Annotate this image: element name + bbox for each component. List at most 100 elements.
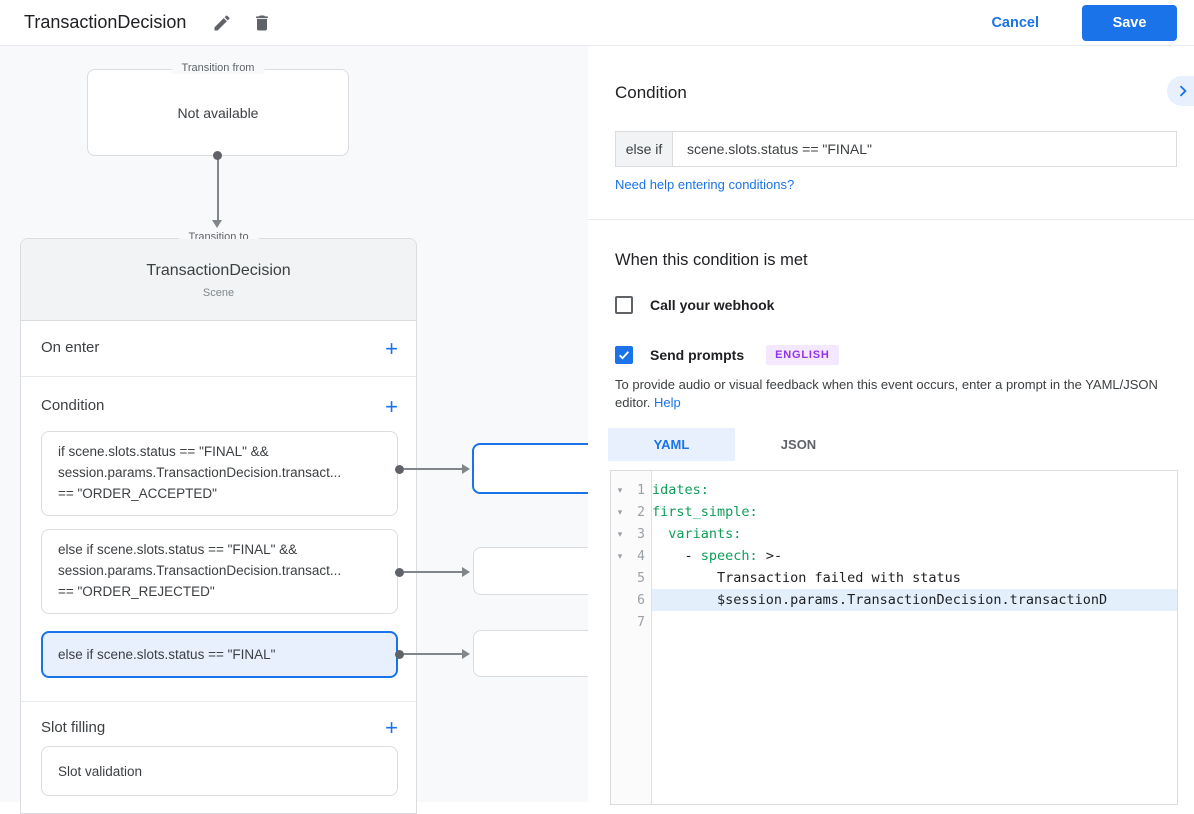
editor-row: 6 $session.params.TransactionDecision.tr… bbox=[611, 589, 1177, 611]
editor-row: ▾ 1 idates: bbox=[611, 479, 1177, 501]
line-number: 4 bbox=[637, 548, 645, 564]
section-divider bbox=[21, 701, 416, 702]
tab-json[interactable]: JSON bbox=[780, 437, 817, 452]
add-condition-button[interactable]: + bbox=[385, 394, 398, 419]
target-node[interactable] bbox=[473, 547, 588, 595]
line-number: 2 bbox=[637, 504, 645, 520]
code-line[interactable]: first_simple: bbox=[652, 501, 1177, 523]
connector-line bbox=[404, 468, 462, 470]
line-number: 6 bbox=[637, 592, 645, 608]
connector-dot bbox=[395, 568, 404, 577]
connector-dot bbox=[395, 650, 404, 659]
condition-card[interactable]: else if scene.slots.status == "FINAL" &&… bbox=[41, 529, 398, 614]
target-node-selected[interactable] bbox=[472, 443, 588, 494]
help-link[interactable]: Help bbox=[654, 394, 681, 410]
editor-lines: ▾ 1 idates: ▾ 2 first_simple: ▾ 3 variants: ▾ 4 -… bbox=[611, 471, 1177, 633]
panel-divider bbox=[588, 219, 1194, 220]
save-button[interactable]: Save bbox=[1082, 4, 1177, 41]
code-token: - bbox=[652, 548, 701, 564]
prompt-help-body: To provide audio or visual feedback when… bbox=[615, 377, 1158, 410]
language-badge: ENGLISH bbox=[766, 345, 839, 365]
code-token: Transaction failed with status bbox=[652, 570, 961, 586]
collapse-panel-button[interactable] bbox=[1167, 76, 1194, 106]
condition-prefix-label: else if bbox=[616, 132, 673, 166]
fold-arrow-icon[interactable]: ▾ bbox=[617, 506, 623, 517]
add-slot-button[interactable]: + bbox=[385, 715, 398, 740]
prompt-help-text: To provide audio or visual feedback when… bbox=[615, 376, 1170, 411]
send-prompts-label: Send prompts bbox=[650, 347, 745, 363]
code-line[interactable]: - speech: >- bbox=[652, 545, 1177, 567]
line-number: 7 bbox=[637, 614, 645, 630]
target-node[interactable] bbox=[473, 630, 588, 677]
condition-card-line: if scene.slots.status == "FINAL" && bbox=[58, 444, 269, 459]
code-line[interactable]: variants: bbox=[652, 523, 1177, 545]
pencil-icon bbox=[214, 14, 230, 30]
condition-section-label: Condition bbox=[41, 397, 105, 414]
condition-help-link[interactable]: Need help entering conditions? bbox=[615, 177, 795, 192]
transition-from-legend: Transition from bbox=[171, 62, 265, 74]
condition-card-line: session.params.TransactionDecision.trans… bbox=[58, 563, 342, 578]
transition-from-box: Transition from Not available bbox=[87, 62, 349, 156]
top-bar: TransactionDecision Cancel Save bbox=[0, 0, 1194, 46]
chevron-right-icon bbox=[1179, 85, 1187, 97]
edit-title-button[interactable] bbox=[210, 11, 234, 35]
editor-gutter bbox=[611, 471, 652, 804]
code-line[interactable]: idates: bbox=[652, 479, 1177, 501]
slot-validation-card[interactable]: Slot validation bbox=[41, 746, 398, 796]
code-line[interactable]: Transaction failed with status bbox=[652, 567, 1177, 589]
connector-arrowhead bbox=[212, 220, 222, 228]
line-number: 1 bbox=[637, 482, 645, 498]
connector-line bbox=[404, 653, 462, 655]
editor-row: 7 bbox=[611, 611, 1177, 633]
code-token: idates: bbox=[652, 482, 709, 498]
connector-dot bbox=[395, 465, 404, 474]
condition-input-group: else if bbox=[615, 131, 1177, 167]
scene-node-title: TransactionDecision bbox=[146, 262, 291, 279]
code-token: $session.params.TransactionDecision.tran… bbox=[652, 592, 1108, 608]
fold-arrow-icon[interactable]: ▾ bbox=[617, 550, 623, 561]
cancel-button[interactable]: Cancel bbox=[991, 14, 1039, 31]
on-enter-label: On enter bbox=[41, 339, 100, 356]
editor-row: 5 Transaction failed with status bbox=[611, 567, 1177, 589]
connector-line bbox=[217, 159, 219, 220]
call-webhook-checkbox[interactable] bbox=[615, 296, 633, 314]
code-token: first_simple: bbox=[652, 504, 758, 520]
connector-arrowhead bbox=[462, 464, 470, 474]
line-number: 3 bbox=[637, 526, 645, 542]
code-token: speech: bbox=[700, 548, 758, 564]
when-condition-met-title: When this condition is met bbox=[615, 251, 808, 269]
fold-arrow-icon[interactable]: ▾ bbox=[617, 484, 623, 495]
condition-card-line: else if scene.slots.status == "FINAL" bbox=[58, 647, 276, 662]
scene-node-subtitle: Scene bbox=[202, 287, 235, 299]
tab-yaml[interactable]: YAML bbox=[608, 428, 735, 461]
transition-from-content: Not available bbox=[177, 105, 259, 121]
call-webhook-row: Call your webhook bbox=[615, 296, 774, 314]
code-token: variants: bbox=[652, 526, 742, 542]
condition-card[interactable]: if scene.slots.status == "FINAL" &&sessi… bbox=[41, 431, 398, 516]
trash-icon bbox=[256, 15, 269, 30]
line-number: 5 bbox=[637, 570, 645, 586]
connector-line bbox=[404, 571, 462, 573]
send-prompts-checkbox[interactable] bbox=[615, 346, 633, 364]
condition-detail-panel: Condition else if Need help entering con… bbox=[588, 46, 1194, 805]
code-token: >- bbox=[757, 548, 783, 564]
code-line[interactable] bbox=[652, 611, 1177, 633]
add-on-enter-button[interactable]: + bbox=[385, 336, 398, 361]
on-enter-section: On enter + bbox=[21, 321, 416, 377]
editor-row: ▾ 4 - speech: >- bbox=[611, 545, 1177, 567]
editor-tabs: YAML JSON bbox=[608, 428, 862, 461]
yaml-editor[interactable]: ▾ 1 idates: ▾ 2 first_simple: ▾ 3 variants: ▾ 4 -… bbox=[610, 470, 1178, 805]
scene-node-header[interactable]: TransactionDecision Scene bbox=[21, 239, 416, 321]
connector-arrowhead bbox=[462, 567, 470, 577]
page-title: TransactionDecision bbox=[24, 12, 187, 32]
slot-filling-section-label: Slot filling bbox=[41, 719, 106, 736]
condition-card-selected[interactable]: else if scene.slots.status == "FINAL" bbox=[41, 631, 398, 678]
scene-diagram-canvas: Transition from Not available Transition… bbox=[0, 46, 588, 814]
condition-card-line: == "ORDER_REJECTED" bbox=[58, 584, 215, 599]
condition-expression-input[interactable] bbox=[673, 132, 1176, 166]
send-prompts-row: Send prompts ENGLISH bbox=[615, 345, 839, 365]
code-line-highlighted[interactable]: $session.params.TransactionDecision.tran… bbox=[652, 589, 1177, 611]
fold-arrow-icon[interactable]: ▾ bbox=[617, 528, 623, 539]
delete-scene-button[interactable] bbox=[250, 11, 274, 35]
connector-arrowhead bbox=[462, 649, 470, 659]
